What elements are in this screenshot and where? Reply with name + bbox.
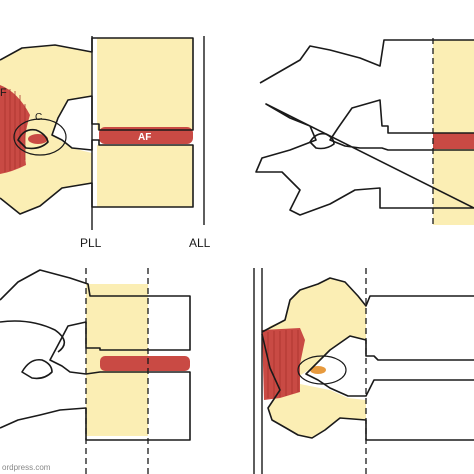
facet-joint-red (28, 134, 48, 144)
facet-capsule-circle (13, 118, 67, 156)
vertebra-outline-2 (255, 39, 474, 216)
label-f: F (0, 87, 7, 99)
flavum-hatching-4 (267, 330, 299, 398)
facet-outline (17, 128, 49, 150)
annulus-red-segment-3 (100, 356, 190, 371)
label-af: AF (138, 132, 151, 143)
posterior-arch-3 (0, 320, 66, 353)
label-c: C (35, 112, 42, 123)
panel-bottom-right (253, 268, 474, 474)
annulus-fibrosus (99, 127, 193, 144)
panel-top-left: F C AF PLL ALL (0, 36, 211, 250)
label-pll: PLL (80, 236, 102, 250)
facet-joint-4 (310, 366, 326, 374)
facet-capsule-circle-4 (297, 355, 347, 385)
annulus-red-segment (433, 133, 474, 149)
lower-vertebral-body (97, 145, 193, 207)
vertebra-outline-4 (261, 277, 474, 441)
upper-vertebral-body (97, 38, 193, 130)
flavum-hatching (4, 88, 26, 172)
panel-top-right (255, 38, 474, 225)
watermark: ordpress.com (2, 463, 51, 472)
facet-outline-2 (309, 132, 335, 150)
vertebra-bone-fill (0, 45, 92, 214)
vertebra-bone-fill-4 (262, 278, 366, 438)
panel-bottom-left: ordpress.com (0, 268, 191, 474)
ligamentum-flavum-4 (262, 328, 305, 400)
facet-outline-3 (21, 358, 53, 380)
label-all: ALL (189, 236, 211, 250)
